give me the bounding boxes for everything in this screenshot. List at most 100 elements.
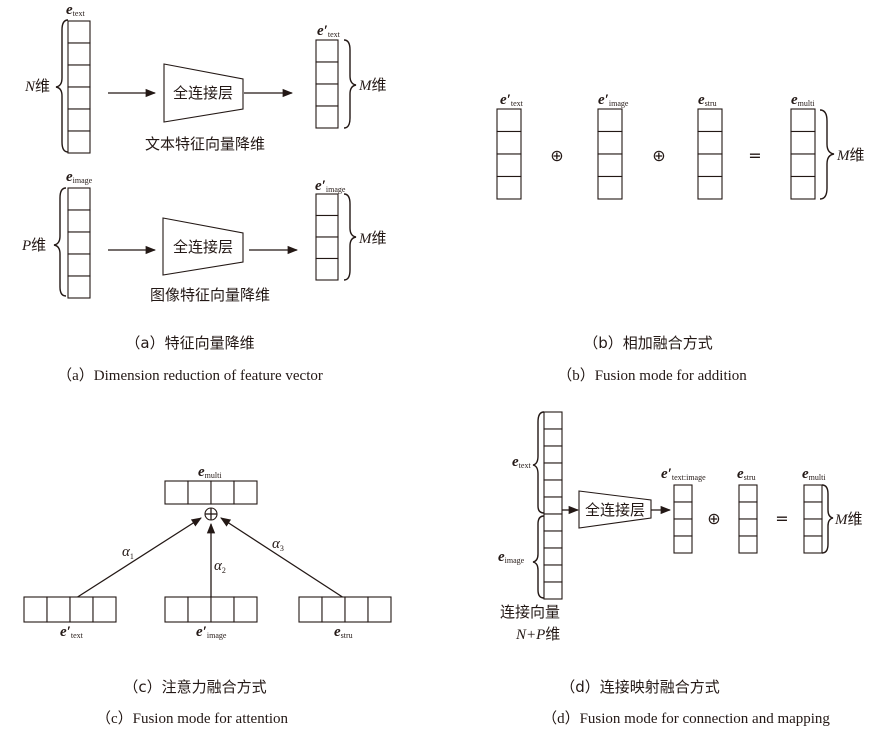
d-e-image-label: eimage [498, 549, 525, 565]
vector-cell [367, 596, 392, 623]
vector-cell [210, 596, 235, 623]
vector-cell [315, 39, 339, 63]
b-vectors [496, 108, 816, 200]
vector-cell [597, 153, 623, 178]
vector-cell [597, 130, 623, 155]
vector-cell [803, 501, 823, 520]
e-text-label: etext [66, 2, 85, 18]
vector-cell [803, 535, 823, 554]
vector-cell [315, 61, 339, 85]
vector-cell [164, 596, 189, 623]
e-multi-vector [164, 480, 258, 505]
concat-caption: 连接向量 [500, 603, 560, 621]
brace-m-b [819, 109, 835, 200]
brace-image [532, 515, 545, 599]
caption-a-zh: （a）特征向量降维 [125, 334, 254, 352]
d-vectors [673, 484, 823, 554]
vector-cell [738, 518, 758, 537]
vector-cell [344, 596, 369, 623]
d-vec-label-0: e′text:image [661, 466, 706, 482]
vector-cell [496, 108, 522, 133]
b-vec-label-3: emulti [791, 92, 815, 108]
vector-cell [673, 518, 693, 537]
vector-cell [210, 480, 235, 505]
vector-cell [67, 130, 91, 154]
caption-c-en: （c）Fusion mode for attention [96, 710, 289, 727]
vector-cell [298, 596, 323, 623]
vector-cell [67, 42, 91, 66]
vector-cell [697, 108, 723, 133]
fc-layer-d-label: 全连接层 [585, 501, 645, 519]
vector-cell [673, 484, 693, 503]
alpha-2: α2 [214, 558, 226, 575]
panel-c: emulti α1 α2 α3 e′text e′image estru （c）… [23, 464, 392, 727]
vector-cell [321, 596, 346, 623]
vector-cell [92, 596, 117, 623]
c-top-label: emulti [198, 464, 222, 480]
p-dim-label: P维 [21, 236, 46, 254]
caption-c-zh: （c）注意力融合方式 [123, 678, 266, 696]
e-text-vector [67, 20, 91, 154]
vector-cell [67, 253, 91, 277]
vector-cell [803, 518, 823, 537]
fc-layer-text-label: 全连接层 [173, 84, 233, 102]
brace-m-image [343, 193, 357, 281]
e-image-prime-label: e′image [315, 178, 346, 194]
vector-cell [69, 596, 94, 623]
vector-cell [67, 231, 91, 255]
fc-layer-d [578, 490, 652, 529]
b-m-dim-label: M维 [836, 146, 865, 164]
vector-cell [315, 193, 339, 217]
vector-cell [67, 86, 91, 110]
vector-cell [790, 108, 816, 133]
vector-cell [697, 130, 723, 155]
caption-d-en: （d）Fusion mode for connection and mappin… [542, 710, 830, 727]
b-vec-label-0: e′text [500, 92, 524, 108]
vector-cell [315, 83, 339, 107]
vector-cell [67, 108, 91, 132]
vector-cell [543, 496, 563, 515]
vector-cell [543, 581, 563, 600]
e-text-prime-label: e′text [317, 23, 341, 39]
b-plus-2: ⊕ [652, 146, 665, 165]
d-equals: = [775, 509, 788, 528]
text-reduction-row: etext N维 全连接层 文本特征向量降维 e′text M维 [24, 2, 387, 154]
c-input-label-2: estru [334, 624, 353, 640]
vector-cell [673, 535, 693, 554]
vector-cell [187, 596, 212, 623]
brace-m-d [821, 484, 834, 554]
vector-cell [233, 596, 258, 623]
d-vec-label-1: estru [737, 466, 756, 482]
vector-cell [790, 130, 816, 155]
vector-cell [697, 153, 723, 178]
vector-cell [315, 214, 339, 238]
d-m-dim-label: M维 [834, 510, 863, 528]
b-vec-label-2: estru [698, 92, 717, 108]
vector-cell [597, 175, 623, 200]
vector-cell [697, 175, 723, 200]
c-input-vectors [23, 596, 392, 623]
vector-cell [543, 547, 563, 566]
caption-b-en: （b）Fusion mode for addition [557, 367, 747, 384]
caption-b-zh: （b）相加融合方式 [583, 334, 713, 352]
vector-cell [543, 564, 563, 583]
e-image-label: eimage [66, 169, 93, 185]
concat-dim-label: N+P维 [515, 625, 560, 643]
vector-cell [803, 484, 823, 503]
brace-n [55, 19, 69, 153]
caption-d-zh: （d）连接映射融合方式 [560, 678, 720, 696]
e-text-prime-vector [315, 39, 339, 129]
c-input-label-0: e′text [60, 624, 84, 640]
vector-cell [738, 484, 758, 503]
vector-cell [496, 175, 522, 200]
n-dim-label: N维 [24, 77, 50, 95]
vector-cell [543, 479, 563, 498]
m-dim-label-text: M维 [358, 76, 387, 94]
panel-b: e′text e′image estru emulti ⊕ ⊕ = M维 （b）… [496, 92, 865, 384]
fc-layer-image [162, 217, 244, 276]
brace-text [532, 411, 545, 514]
vector-cell [315, 257, 339, 281]
vector-cell [790, 175, 816, 200]
vector-cell [315, 105, 339, 129]
